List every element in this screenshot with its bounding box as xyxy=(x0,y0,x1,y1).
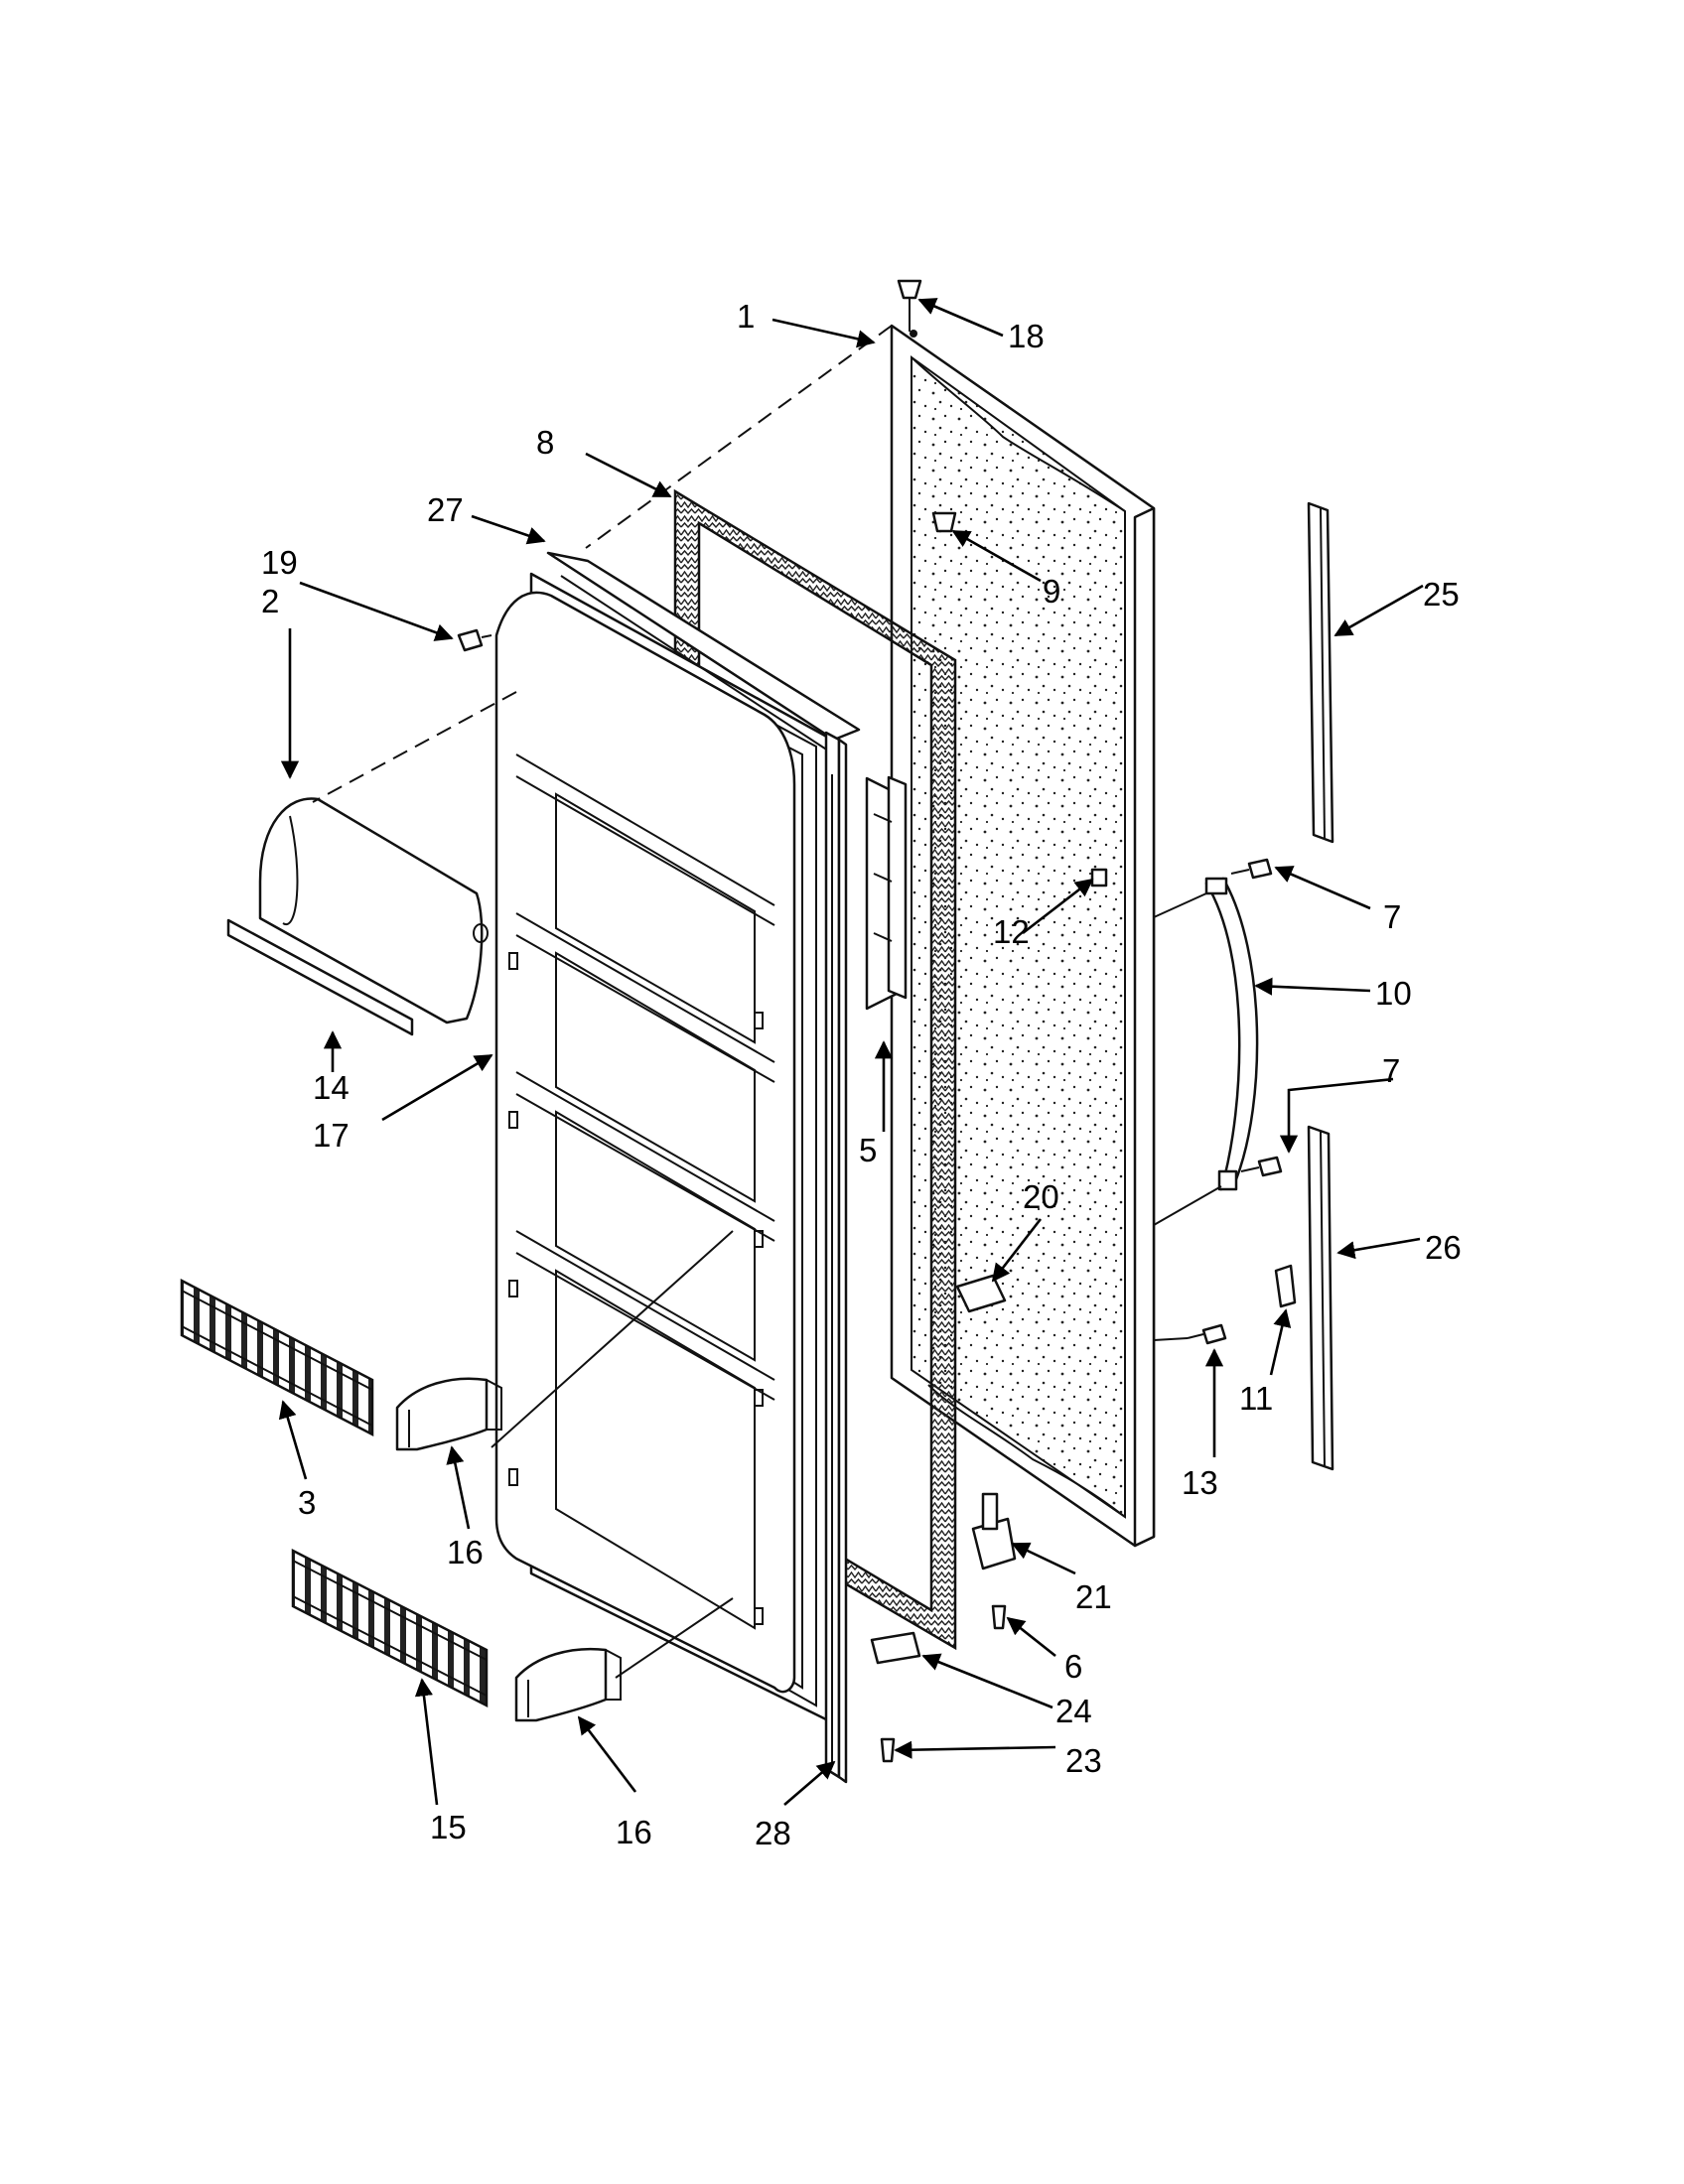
callout-labels: 1 2 3 5 6 7 7 8 9 10 11 12 13 14 15 16 1… xyxy=(261,298,1462,1851)
outer-door-panel xyxy=(890,324,1156,1548)
shelf-bracket-lower xyxy=(514,1647,622,1722)
dairy-door-strip xyxy=(226,918,414,1036)
side-trim-strip xyxy=(824,731,848,1784)
callout-27: 27 xyxy=(427,491,464,528)
shelf-front-15 xyxy=(291,1548,489,1708)
callout-28: 28 xyxy=(755,1815,791,1851)
trim-strip-26 xyxy=(1307,1125,1334,1471)
callout-25: 25 xyxy=(1423,576,1460,613)
callout-24: 24 xyxy=(1055,1693,1092,1729)
callout-3: 3 xyxy=(298,1484,316,1521)
callout-5: 5 xyxy=(859,1132,877,1168)
callout-14: 14 xyxy=(313,1069,350,1106)
callout-11: 11 xyxy=(1239,1380,1273,1417)
callout-leaders xyxy=(278,298,1424,1806)
callout-10: 10 xyxy=(1375,975,1412,1012)
small-hardware xyxy=(457,279,1297,1763)
inner-door-liner xyxy=(494,572,834,1724)
shelf-front-3 xyxy=(180,1278,374,1437)
callout-23: 23 xyxy=(1065,1742,1102,1779)
dairy-door xyxy=(258,797,489,1024)
callout-13: 13 xyxy=(1182,1464,1218,1501)
callout-18: 18 xyxy=(1008,318,1045,354)
inner-trim-strip xyxy=(865,775,908,1011)
shelf-bracket-upper xyxy=(395,1377,502,1451)
callout-2: 2 xyxy=(261,583,279,619)
callout-8: 8 xyxy=(536,424,554,461)
callout-1: 1 xyxy=(737,298,755,335)
callout-12: 12 xyxy=(993,913,1030,950)
callout-7b: 7 xyxy=(1382,1052,1400,1089)
callout-15: 15 xyxy=(430,1809,467,1845)
callout-16b: 16 xyxy=(616,1814,652,1850)
callout-19: 19 xyxy=(261,544,298,581)
callout-6: 6 xyxy=(1064,1648,1082,1685)
door-handle xyxy=(1204,877,1259,1191)
callout-20: 20 xyxy=(1023,1178,1059,1215)
callout-17: 17 xyxy=(313,1117,350,1154)
top-trim xyxy=(546,551,861,755)
trim-strip-25 xyxy=(1307,501,1334,844)
alignment-lines xyxy=(312,316,911,803)
callout-16a: 16 xyxy=(447,1534,484,1570)
callout-9: 9 xyxy=(1043,573,1060,610)
callout-21: 21 xyxy=(1075,1578,1112,1615)
callout-7a: 7 xyxy=(1383,898,1401,935)
callout-26: 26 xyxy=(1425,1229,1462,1266)
